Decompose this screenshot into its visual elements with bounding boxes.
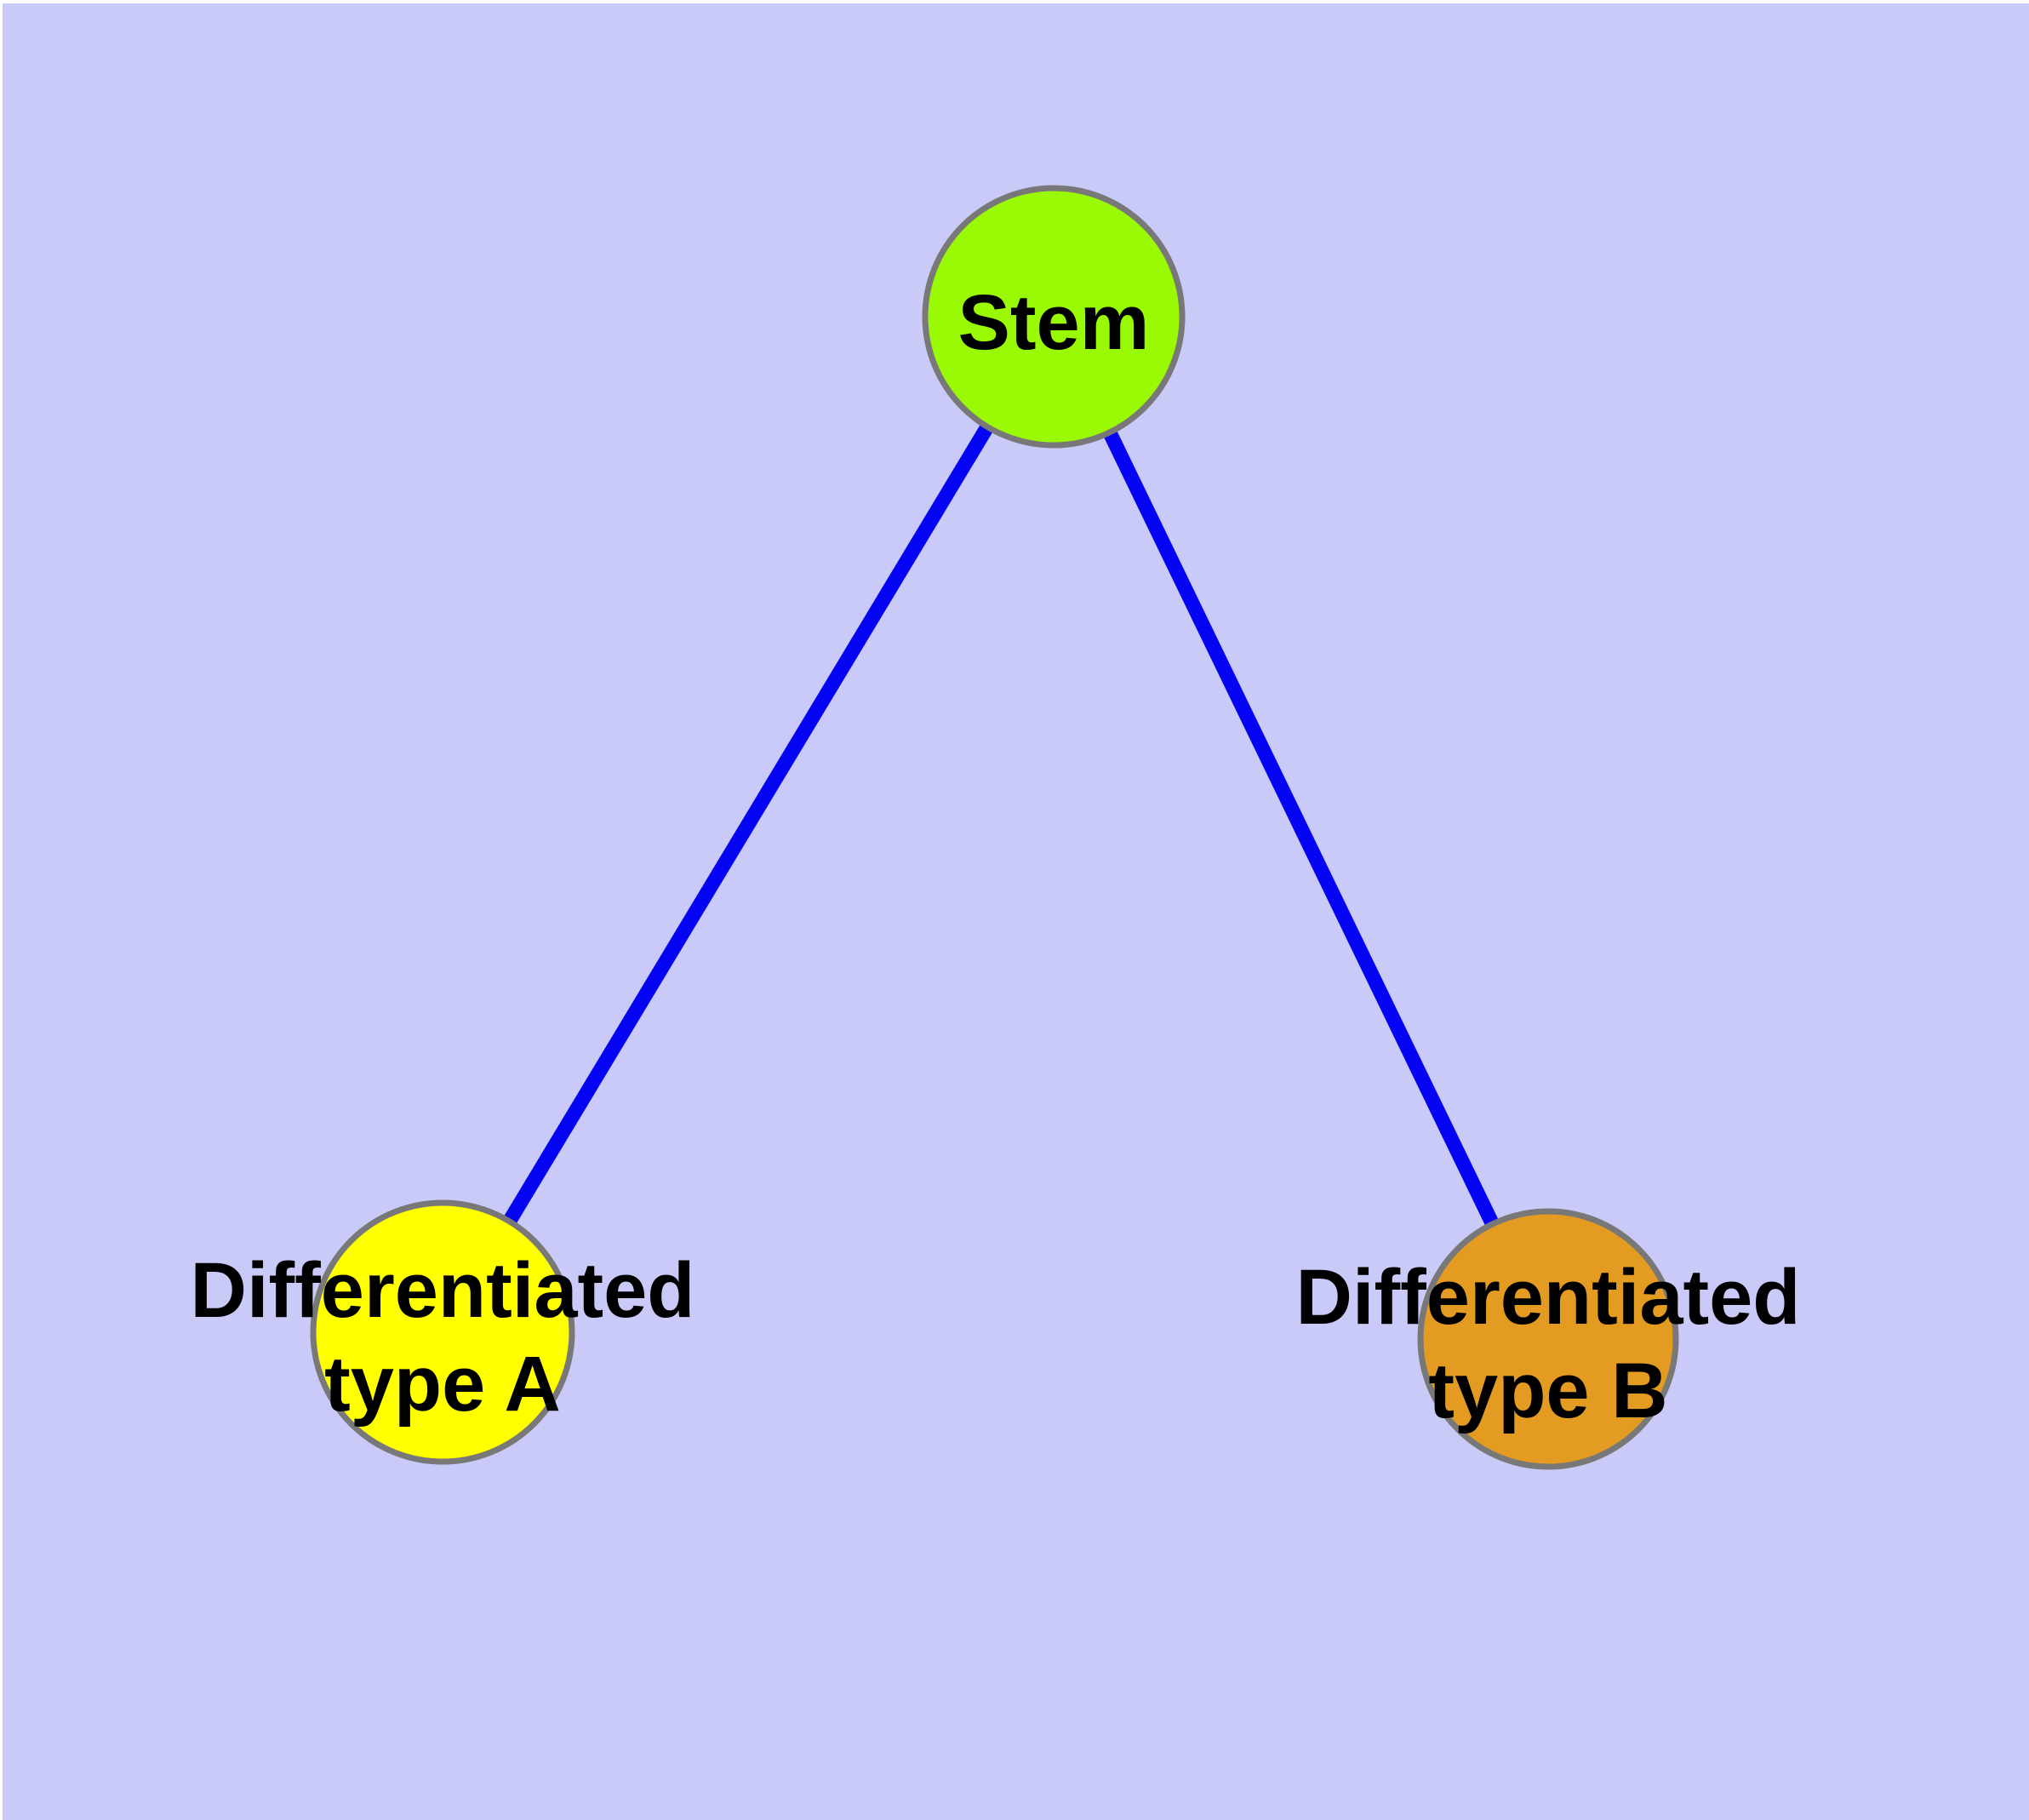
node-type-b-label-line1: Differentiated xyxy=(1296,1254,1801,1341)
node-differentiated-type-b xyxy=(1417,1208,1679,1470)
edge-stem-to-type-b xyxy=(1047,313,1555,1342)
node-differentiated-type-a xyxy=(310,1199,575,1465)
node-type-a-label-line2: type A xyxy=(324,1341,561,1428)
node-stem-label: Stem xyxy=(958,279,1150,366)
node-type-a-label-line1: Differentiated xyxy=(191,1247,695,1334)
node-stem xyxy=(922,185,1186,449)
edge-stem-to-type-a xyxy=(436,312,1060,1336)
node-type-b-label-line2: type B xyxy=(1428,1348,1667,1434)
